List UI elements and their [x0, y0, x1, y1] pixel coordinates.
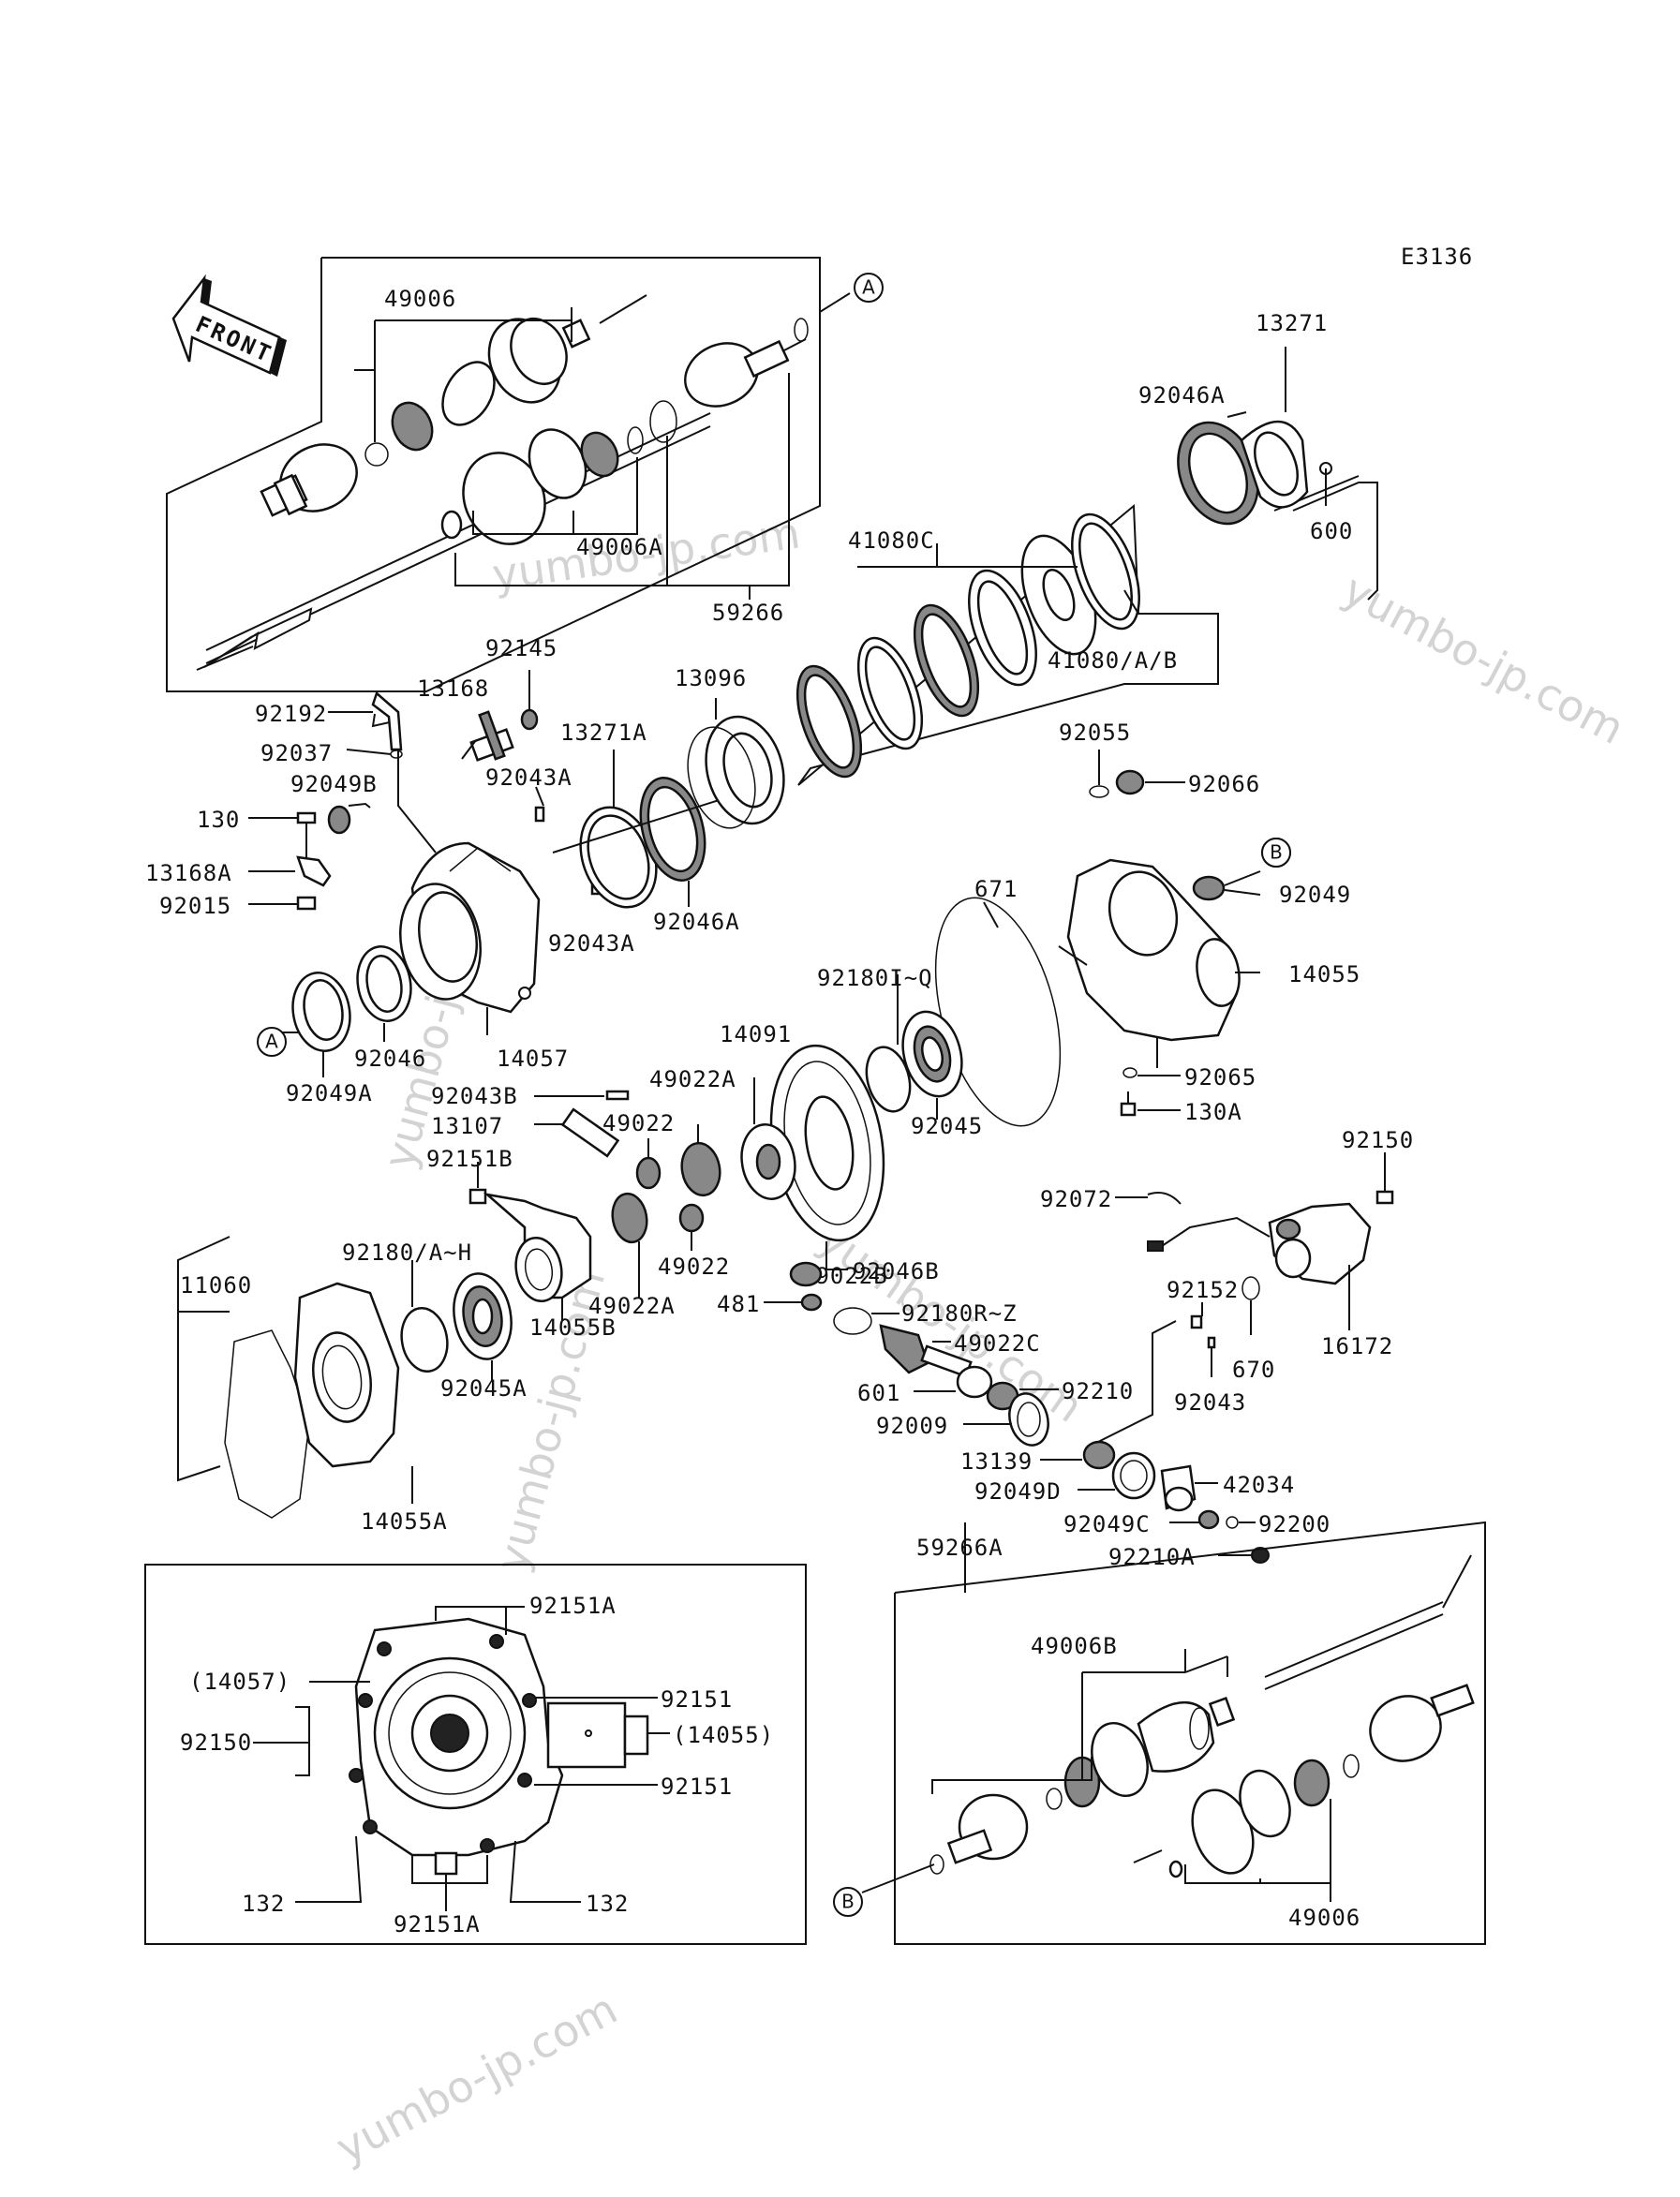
assembled-unit-box — [144, 1564, 807, 1945]
svg-text:B: B — [841, 1891, 855, 1913]
part-label-41080C: 41080C — [848, 527, 935, 554]
svg-text:A: A — [265, 1031, 278, 1053]
part-label-14057: 14057 — [497, 1046, 569, 1072]
part-label-92037: 92037 — [260, 740, 333, 766]
part-label-92192: 92192 — [255, 701, 327, 727]
part-label-92066: 92066 — [1188, 771, 1260, 797]
drive-shaft-59266A-assembly — [861, 1521, 1486, 1945]
part-label-14055A: 14055A — [361, 1508, 448, 1535]
part-label-92049: 92049 — [1279, 882, 1351, 908]
part-label-92150-right: 92150 — [1342, 1127, 1414, 1153]
part-label-92049A: 92049A — [286, 1080, 373, 1106]
part-label-92150-left: 92150 — [180, 1729, 252, 1756]
part-label-49022A-top: 49022A — [649, 1066, 736, 1092]
clutch-plates-41080 — [795, 503, 1219, 786]
part-label-13139: 13139 — [960, 1448, 1033, 1475]
part-label-92043B: 92043B — [431, 1083, 518, 1109]
part-label-92046A-mid: 92046A — [653, 909, 740, 935]
part-label-13107: 13107 — [431, 1113, 503, 1139]
part-label-49006-bottom: 49006 — [1288, 1905, 1360, 1931]
part-label-49006B: 49006B — [1031, 1633, 1118, 1659]
part-label-92049C: 92049C — [1063, 1511, 1151, 1537]
part-label-132-right: 132 — [586, 1891, 629, 1917]
svg-text:B: B — [1270, 841, 1283, 864]
part-label-42034: 42034 — [1223, 1472, 1295, 1498]
part-label-49022A-mid: 49022A — [588, 1293, 676, 1319]
part-label-92145: 92145 — [485, 635, 558, 661]
part-label-92180AH: 92180/A~H — [342, 1240, 472, 1266]
part-label-130: 130 — [197, 807, 240, 833]
callout-a-top: A — [854, 273, 884, 303]
svg-text:A: A — [862, 276, 875, 299]
part-label-13271A: 13271A — [560, 720, 647, 746]
part-label-670: 670 — [1232, 1357, 1275, 1383]
part-label-92043A-1: 92043A — [485, 764, 572, 791]
part-label-11060: 11060 — [180, 1272, 252, 1299]
drive-shaft-59266-assembly — [166, 257, 851, 692]
part-label-92055: 92055 — [1059, 720, 1131, 746]
part-label-92049B: 92049B — [290, 771, 378, 797]
bearing-group-13271 — [1177, 347, 1378, 601]
part-label-92046A-top: 92046A — [1138, 382, 1226, 408]
pinion-group — [764, 1261, 1270, 1564]
part-label-92043A-2: 92043A — [548, 930, 635, 957]
actuator-16172-group — [1115, 1152, 1394, 1377]
part-label-92049D: 92049D — [974, 1478, 1062, 1505]
part-label-92151B: 92151B — [426, 1146, 513, 1172]
part-label-49022C: 49022C — [954, 1330, 1041, 1357]
part-label-92045A: 92045A — [440, 1375, 528, 1402]
part-label-92210: 92210 — [1062, 1378, 1134, 1404]
front-arrow-icon: FRONT — [171, 274, 287, 377]
part-label-41080AB: 41080/A/B — [1048, 647, 1178, 674]
part-label-13168: 13168 — [417, 675, 489, 702]
part-label-13271: 13271 — [1256, 310, 1328, 336]
part-label-130A: 130A — [1184, 1099, 1242, 1125]
part-label-92151A-bottom: 92151A — [394, 1911, 481, 1937]
part-label-92200: 92200 — [1258, 1511, 1331, 1537]
part-label-16172: 16172 — [1321, 1333, 1393, 1359]
part-label-49006: 49006 — [384, 286, 456, 312]
part-label-92043: 92043 — [1174, 1389, 1246, 1416]
part-label-92065: 92065 — [1184, 1064, 1256, 1091]
part-label-14055B: 14055B — [529, 1314, 617, 1341]
part-label-49022-top: 49022 — [602, 1110, 675, 1136]
part-label-59266: 59266 — [712, 600, 784, 626]
part-label-49006A: 49006A — [576, 534, 663, 560]
callout-b-right: B — [1261, 838, 1291, 868]
part-label-92180RZ: 92180R~Z — [901, 1300, 1018, 1327]
part-label-92045: 92045 — [911, 1113, 983, 1139]
callout-b-bottom: B — [833, 1887, 863, 1917]
part-label-92046B: 92046B — [853, 1258, 940, 1284]
part-label-59266A: 59266A — [916, 1535, 1004, 1561]
cover-14055A-group — [177, 1236, 413, 1519]
part-label-92180IQ: 92180I~Q — [817, 965, 933, 991]
part-label-13096: 13096 — [675, 665, 747, 691]
watermark: yumbo-jp.com — [328, 1983, 625, 2174]
part-label-92046: 92046 — [354, 1046, 426, 1072]
part-label-92009: 92009 — [876, 1413, 948, 1439]
part-label-671: 671 — [974, 876, 1018, 902]
part-label-92151-2: 92151 — [661, 1774, 733, 1800]
diagram-code: E3136 — [1401, 244, 1473, 270]
part-label-92151A-top: 92151A — [529, 1593, 617, 1619]
case-14057-group — [248, 670, 785, 1077]
part-label-14055-ref: (14055) — [673, 1722, 774, 1748]
part-label-481: 481 — [717, 1291, 760, 1317]
part-label-14057-ref: (14057) — [189, 1669, 290, 1695]
part-label-132-left: 132 — [242, 1891, 285, 1917]
part-label-92151-1: 92151 — [661, 1686, 733, 1713]
part-label-92015: 92015 — [159, 893, 231, 919]
differential-group — [400, 974, 963, 1382]
part-label-14055: 14055 — [1288, 961, 1360, 987]
part-label-600: 600 — [1310, 518, 1353, 544]
part-label-13168A: 13168A — [145, 860, 232, 886]
part-label-601: 601 — [857, 1380, 900, 1406]
part-label-14091: 14091 — [720, 1021, 792, 1047]
part-label-92152: 92152 — [1167, 1277, 1239, 1303]
watermark: yumbo-jp.com — [1335, 564, 1632, 754]
callout-a-left: A — [257, 1027, 287, 1057]
part-label-49022-mid: 49022 — [658, 1254, 730, 1280]
part-label-92072: 92072 — [1040, 1186, 1112, 1212]
